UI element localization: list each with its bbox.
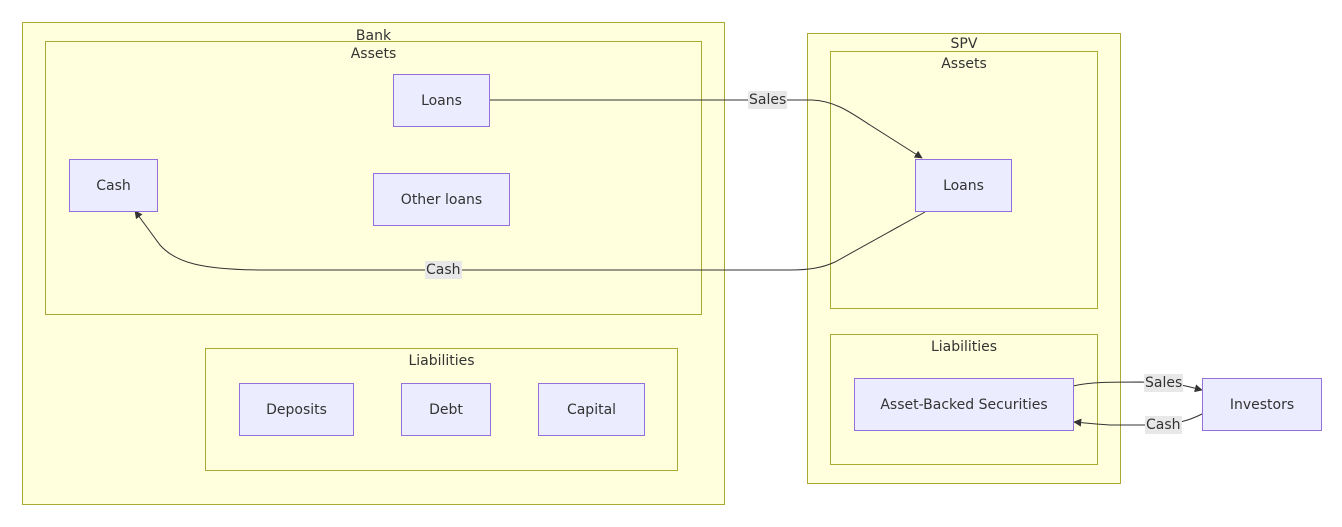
node-cash[interactable]: Cash — [69, 159, 158, 212]
node-bank-loans[interactable]: Loans — [393, 74, 490, 127]
edge-investors-to-abs — [1073, 413, 1203, 427]
edge-label-abs-sales: Sales — [1144, 374, 1184, 392]
node-deposits[interactable]: Deposits — [239, 383, 354, 436]
node-other-loans[interactable]: Other loans — [373, 173, 510, 226]
edge-loans-to-spv-loans — [490, 99, 923, 159]
spv-cluster-title: SPV — [950, 36, 978, 52]
edge-abs-to-investors — [1072, 381, 1203, 393]
edge-label-cash-back: Cash — [425, 261, 462, 279]
node-investors[interactable]: Investors — [1202, 378, 1322, 431]
bank-assets-title: Assets — [350, 46, 397, 62]
node-debt[interactable]: Debt — [401, 383, 491, 436]
bank-liabilities-title: Liabilities — [408, 353, 475, 369]
node-capital[interactable]: Capital — [538, 383, 645, 436]
node-asset-backed-securities[interactable]: Asset-Backed Securities — [854, 378, 1074, 431]
edge-label-loans-sales: Sales — [748, 91, 788, 109]
bank-cluster-title: Bank — [355, 28, 392, 44]
node-spv-loans[interactable]: Loans — [915, 159, 1012, 212]
edge-label-investors-cash: Cash — [1145, 416, 1182, 434]
spv-liabilities-title: Liabilities — [930, 339, 998, 355]
spv-assets-title: Assets — [941, 56, 987, 72]
edge-spv-loans-to-cash — [134, 210, 926, 271]
